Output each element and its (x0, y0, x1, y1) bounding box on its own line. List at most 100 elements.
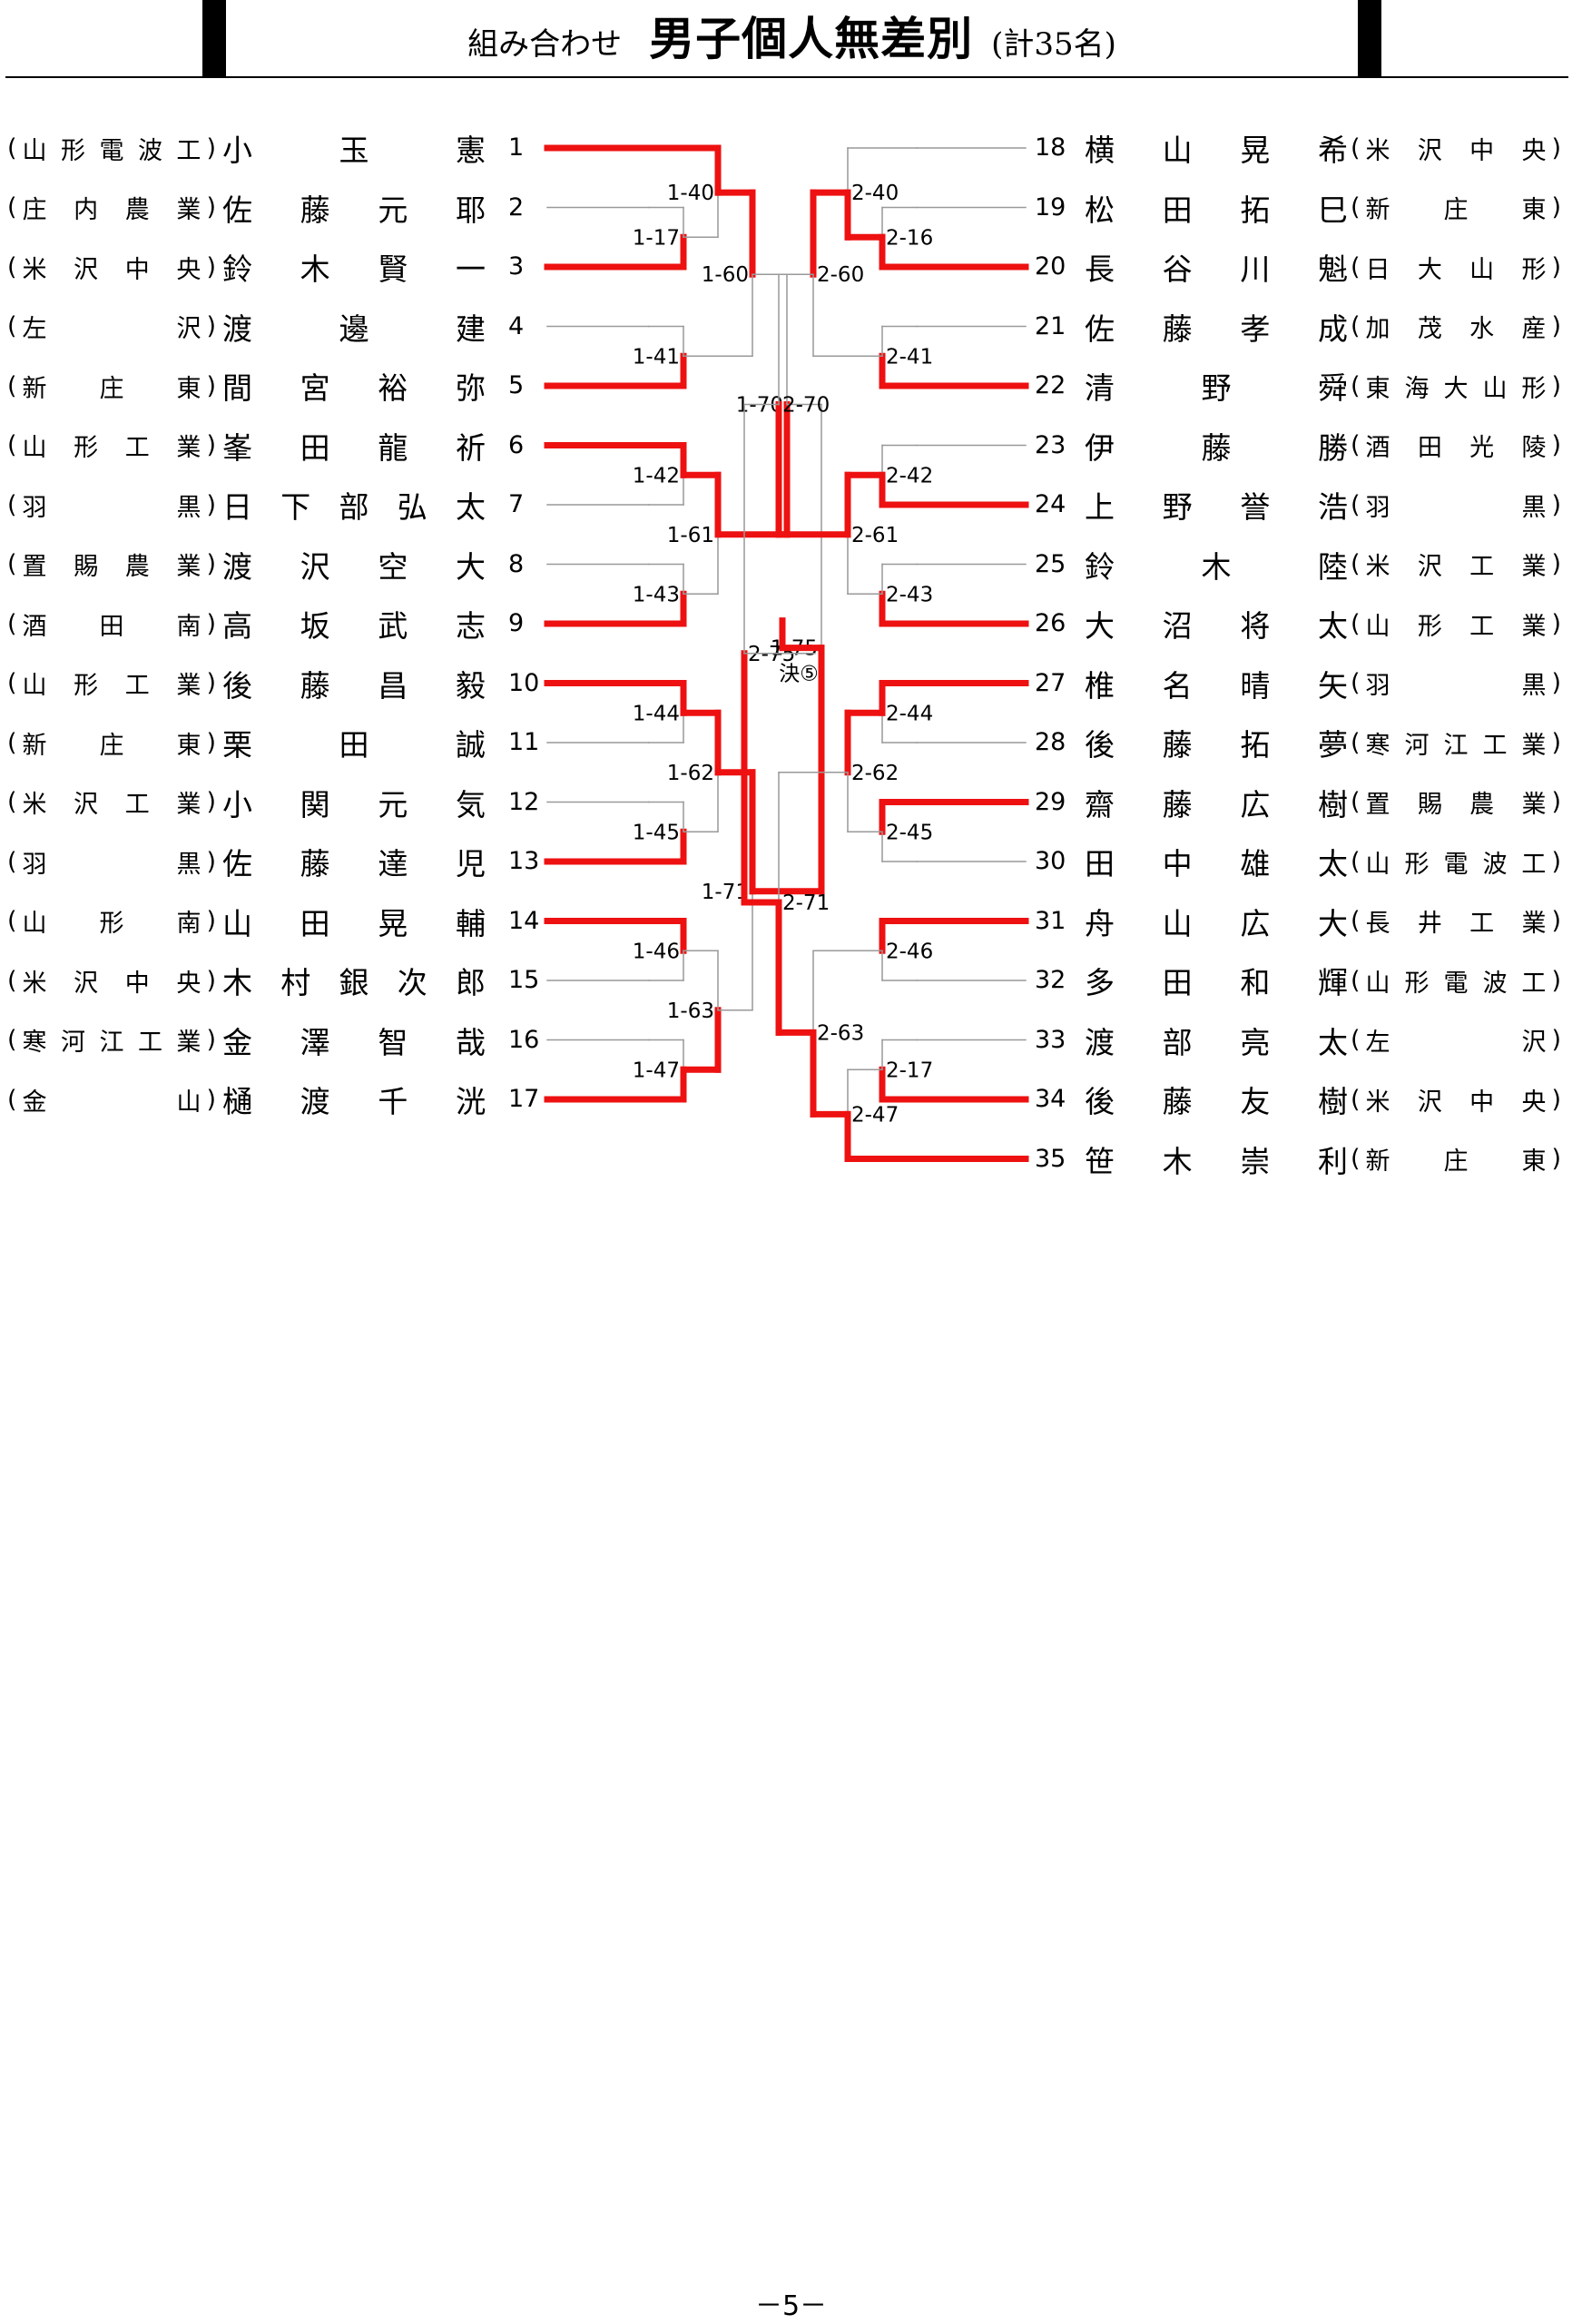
name-char: 高 (222, 608, 252, 644)
title-bar-left-block (202, 0, 226, 78)
match-label: 2-46 (886, 940, 933, 963)
athlete-name: 渡沢空大 (222, 547, 486, 585)
school-char: 賜 (1417, 791, 1442, 819)
school-char: 農 (124, 196, 150, 224)
close-paren: ) (206, 371, 216, 400)
name-char: 次 (397, 965, 427, 1000)
name-char: 祈 (455, 429, 486, 466)
close-paren: ) (1551, 1085, 1561, 1114)
school-char: 海 (1404, 374, 1430, 403)
school-char: 茂 (1417, 315, 1442, 343)
school-affiliation: (金山) (7, 1081, 216, 1118)
open-paren: ( (1351, 1026, 1361, 1054)
school-name: 寒河江工業 (1361, 725, 1552, 761)
school-affiliation: (寒河江工業) (1351, 724, 1561, 761)
school-char: 米 (22, 791, 47, 819)
name-char: 魁 (1317, 251, 1348, 287)
open-paren: ( (1351, 609, 1361, 638)
name-char: 輝 (1317, 965, 1348, 1000)
entry-number: 6 (508, 430, 525, 459)
school-char: 東 (1365, 374, 1390, 403)
title-bar: 組み合わせ男子個人無差別(計35名) (5, 0, 1568, 78)
athlete-name: 樋渡千洸 (222, 1081, 486, 1119)
name-char: 佐 (222, 192, 252, 228)
entry-number: 18 (1035, 133, 1066, 162)
school-affiliation: (山形電波工) (7, 130, 216, 166)
name-char: 木 (222, 965, 252, 1000)
entry-number: 17 (508, 1085, 540, 1113)
athlete-name: 松田拓巳 (1085, 190, 1348, 228)
close-paren: ) (1551, 966, 1561, 995)
open-paren: ( (7, 550, 17, 578)
school-affiliation: (米沢工業) (7, 784, 216, 821)
school-name: 山形電波工 (1361, 844, 1552, 880)
name-char: 上 (1085, 489, 1115, 525)
school-char: 南 (176, 910, 201, 938)
school-char: 水 (1469, 315, 1495, 343)
school-affiliation: (寒河江工業) (7, 1022, 216, 1059)
school-char: 山 (22, 910, 47, 938)
name-char: 藤 (1162, 786, 1193, 822)
school-char: 工 (124, 434, 150, 462)
close-paren: ) (1551, 1026, 1561, 1054)
name-char: 山 (222, 905, 252, 941)
name-char: 田 (339, 727, 369, 763)
name-char: 日 (222, 489, 252, 525)
athlete-name: 日下部弘太 (222, 487, 486, 525)
school-affiliation: (山形電波工) (1351, 962, 1561, 999)
name-char: 毅 (455, 667, 486, 704)
school-affiliation: (置賜農業) (7, 547, 216, 583)
entry-number: 1 (508, 133, 525, 162)
open-paren: ( (7, 431, 17, 459)
match-label: 2-41 (886, 345, 933, 369)
school-affiliation: (新庄東) (7, 368, 216, 404)
school-char: 央 (1521, 136, 1547, 165)
match-label: 2-47 (851, 1103, 899, 1127)
school-affiliation: (米沢中央) (7, 962, 216, 999)
close-paren: ) (1551, 550, 1561, 578)
school-name: 羽黒 (1361, 665, 1552, 701)
name-char: 小 (222, 786, 252, 822)
name-char: 田 (1162, 192, 1193, 228)
match-label: 2-17 (886, 1059, 933, 1082)
open-paren: ( (1351, 371, 1361, 400)
school-name: 山形南 (17, 903, 207, 939)
school-affiliation: (新庄東) (7, 724, 216, 761)
tournament-bracket: 1-171-411-421-431-441-451-461-471-401-61… (544, 144, 1029, 1162)
name-char: 耶 (455, 192, 486, 228)
school-name: 羽黒 (17, 844, 207, 880)
close-paren: ) (206, 1026, 216, 1054)
close-paren: ) (1551, 1145, 1561, 1173)
school-char: 電 (1443, 969, 1469, 998)
open-paren: ( (1351, 133, 1361, 162)
school-char: 沢 (74, 969, 99, 998)
school-char: 沢 (176, 315, 201, 343)
athlete-name: 清野舜 (1085, 368, 1348, 406)
name-char: 洸 (455, 1084, 486, 1119)
school-name: 山形工業 (17, 665, 207, 701)
name-char: 間 (222, 370, 252, 406)
name-char: 渡 (222, 548, 252, 585)
name-char: 山 (1162, 133, 1193, 168)
name-char: 藤 (1162, 310, 1193, 347)
name-char: 部 (339, 489, 369, 525)
entry-number: 20 (1035, 252, 1066, 281)
open-paren: ( (7, 133, 17, 162)
name-char: 樋 (222, 1084, 252, 1119)
school-affiliation: (日大山形) (1351, 249, 1561, 285)
name-char: 弥 (455, 370, 486, 406)
school-char: 羽 (1365, 493, 1390, 522)
school-affiliation: (酒田南) (7, 606, 216, 642)
match-label: 1-45 (633, 821, 680, 844)
school-char: 江 (1443, 731, 1469, 760)
school-char: 東 (176, 374, 201, 403)
name-char: 哉 (455, 1024, 486, 1060)
match-label: 2-60 (817, 263, 864, 287)
name-char: 将 (1240, 608, 1271, 644)
close-paren: ) (1551, 133, 1561, 162)
school-char: 田 (1417, 434, 1442, 462)
